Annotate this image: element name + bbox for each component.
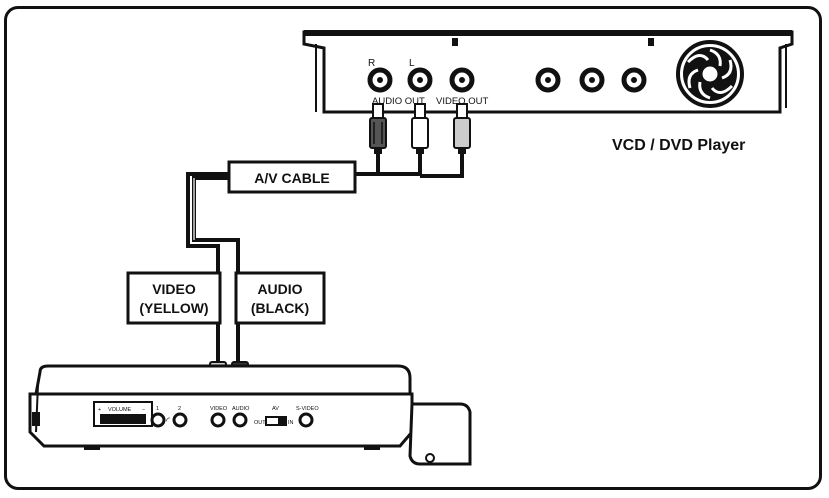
panel-av-out-label: OUT <box>254 420 266 426</box>
panel-av-label: AV <box>272 406 279 412</box>
jack-extra-3 <box>621 67 647 93</box>
panel-svideo-label: S-VIDEO <box>296 406 319 412</box>
plug-video <box>453 103 471 154</box>
video-out-label: VIDEO OUT <box>436 96 488 107</box>
jack-audio-left <box>407 67 433 93</box>
av-cable-label: A/V CABLE <box>254 170 329 186</box>
volume-plus: + <box>98 407 101 413</box>
av-cable <box>186 152 464 362</box>
headphone-jack-1 <box>150 412 166 428</box>
fan-icon <box>676 40 744 108</box>
panel-av-in-label: IN <box>288 420 294 426</box>
jack-label-r: R <box>368 58 375 69</box>
plug-audio-right <box>369 103 387 154</box>
jack-video-out <box>449 67 475 93</box>
av-cable-label-box: A/V CABLE <box>227 160 357 194</box>
volume-label: VOLUME <box>108 407 132 413</box>
audio-label-line2: (BLACK) <box>251 300 309 316</box>
headphone-2-label: 2 <box>178 406 181 412</box>
panel-audio-label: AUDIO <box>232 406 250 412</box>
jack-audio-right <box>367 67 393 93</box>
portable-player: ◜ + VOLUME − 1 2 VIDEO AUDIO AV OUT IN S… <box>28 364 472 466</box>
jack-label-l: L <box>409 58 415 69</box>
device-title: VCD / DVD Player <box>612 137 745 154</box>
av-switch <box>265 416 287 426</box>
audio-label-box: AUDIO (BLACK) <box>234 271 326 325</box>
video-in-jack <box>210 412 226 428</box>
headphone-icon: ◜ <box>166 416 170 427</box>
s-video-jack <box>298 412 314 428</box>
jack-extra-1 <box>535 67 561 93</box>
audio-in-jack <box>232 412 248 428</box>
video-label-box: VIDEO (YELLOW) <box>126 271 222 325</box>
dvd-player: R L AUDIO OUT VIDEO OUT <box>302 30 794 114</box>
jack-extra-2 <box>579 67 605 93</box>
plug-audio-left <box>411 103 429 154</box>
video-label-line1: VIDEO <box>152 281 196 297</box>
panel-video-label: VIDEO <box>210 406 228 412</box>
video-label-line2: (YELLOW) <box>139 300 208 316</box>
volume-minus: − <box>142 407 145 413</box>
audio-out-label: AUDIO OUT <box>372 96 425 107</box>
headphone-jack-2 <box>172 412 188 428</box>
headphone-1-label: 1 <box>156 406 159 412</box>
audio-label-line1: AUDIO <box>257 281 302 297</box>
